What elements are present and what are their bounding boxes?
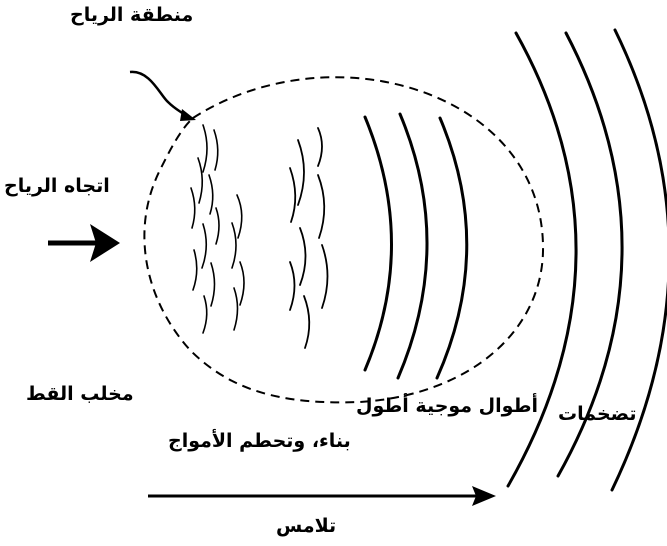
build-and-break-label: بناء، وتحطم الأمواج [168,432,351,451]
choppy-waves-left [191,125,219,333]
dispersion-arrow [148,486,496,506]
swell-label: تضخمات [558,405,637,424]
wind-direction-arrow [48,224,120,262]
wind-direction-label: اتجاه الرياح [4,177,110,196]
longer-wavelengths-label: أطوال موجية أطول [356,397,538,416]
longer-wavelength-arcs [365,114,467,378]
choppy-waves-middle [232,195,244,330]
wind-zone-pointer-arrow [130,72,196,121]
spread-label: تلامس [276,517,336,536]
wind-zone-dashed-boundary [144,77,543,402]
fetch-label: مخلب القط [26,385,134,404]
choppy-waves-right [290,128,328,348]
wind-zone-label: منطقة الرياح [70,6,193,25]
